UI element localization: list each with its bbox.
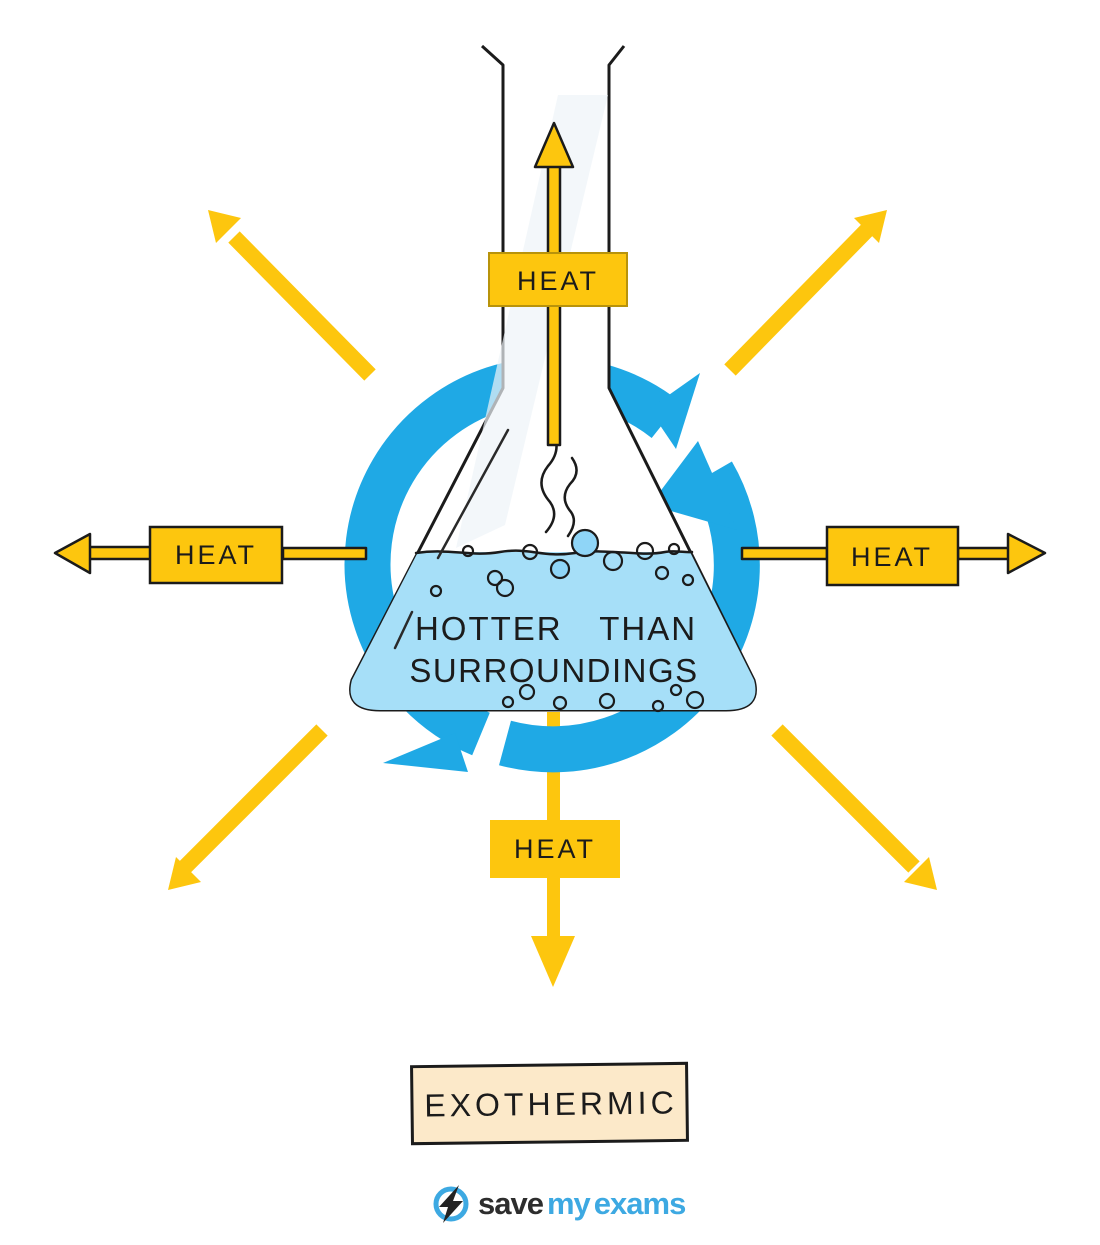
heat-label-bottom-text: HEAT [514,834,596,864]
flask-caption-line1: HOTTER THAN [415,610,697,647]
flask-liquid [350,552,756,710]
brand-word-save: save [478,1185,544,1221]
glass-tick-line [393,610,414,650]
lightning-bolt-icon [433,1185,469,1223]
heat-arrow-up-right-icon [724,210,887,376]
heat-arrow-right-icon [740,532,1047,575]
bubbles [429,528,705,713]
heat-label-top: HEAT [488,252,628,307]
heat-label-top-text: HEAT [517,266,599,296]
heat-label-left: HEAT [148,525,284,585]
heat-arrow-down-right-icon [771,724,937,890]
steam-icon [540,426,578,538]
brand-logo: save my exams [430,1180,690,1226]
glass-shine [456,95,608,548]
brand-word-my: my [546,1185,591,1221]
exothermic-label: EXOTHERMIC [410,1061,689,1146]
heat-label-right: HEAT [825,525,960,587]
liquid-surface-line [414,549,694,556]
heat-label-right-text: HEAT [851,542,933,572]
glass-shine-line [436,428,510,560]
heat-arrow-up-left-icon [208,210,376,381]
heat-label-left-text: HEAT [175,540,257,570]
heat-label-bottom: HEAT [490,820,620,878]
exothermic-label-text: EXOTHERMIC [424,1084,678,1123]
flask-caption-line2: SURROUNDINGS [409,652,698,689]
brand-word-exams: exams [593,1185,687,1221]
heat-arrow-down-left-icon [168,724,328,890]
